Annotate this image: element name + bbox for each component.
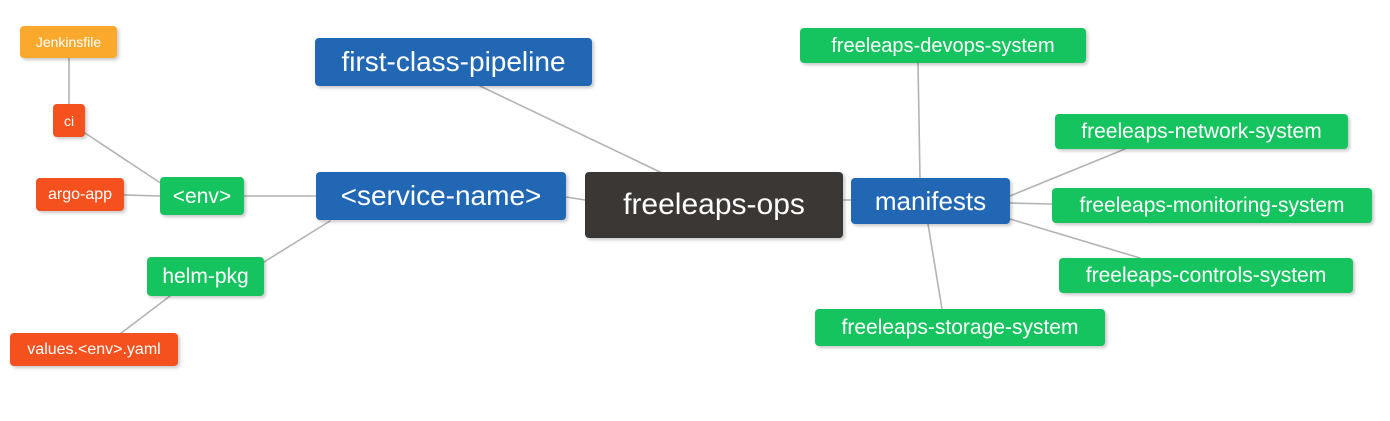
node-label-freeleaps-storage-system: freeleaps-storage-system — [841, 316, 1079, 339]
node-label-first-class-pipeline: first-class-pipeline — [341, 46, 566, 77]
node-first-class-pipeline[interactable]: first-class-pipeline — [315, 38, 592, 86]
node-label-ci: ci — [63, 112, 75, 129]
edge-argo-app-to-env — [123, 194, 161, 197]
node-label-jenkinsfile: Jenkinsfile — [35, 34, 102, 50]
node-label-service-name: <service-name> — [340, 180, 542, 211]
edge-service-name-to-helm-pkg — [263, 220, 331, 263]
node-ci[interactable]: ci — [53, 104, 85, 137]
node-freeleaps-storage-system[interactable]: freeleaps-storage-system — [815, 309, 1105, 346]
edge-manifests-to-freeleaps-storage-system — [927, 223, 943, 310]
node-env[interactable]: <env> — [160, 177, 244, 215]
node-freeleaps-devops-system[interactable]: freeleaps-devops-system — [800, 28, 1086, 63]
node-jenkinsfile[interactable]: Jenkinsfile — [20, 26, 117, 58]
node-freeleaps-network-system[interactable]: freeleaps-network-system — [1055, 114, 1348, 149]
node-service-name[interactable]: <service-name> — [316, 172, 566, 220]
edge-manifests-to-freeleaps-devops-system — [917, 62, 921, 179]
node-label-freeleaps-devops-system: freeleaps-devops-system — [831, 34, 1055, 57]
node-helm-pkg[interactable]: helm-pkg — [147, 257, 264, 296]
node-argo-app[interactable]: argo-app — [36, 178, 124, 211]
node-freeleaps-controls-system[interactable]: freeleaps-controls-system — [1059, 258, 1353, 293]
node-values-yaml[interactable]: values.<env>.yaml — [10, 333, 178, 366]
node-label-manifests: manifests — [874, 186, 987, 216]
node-label-env: <env> — [172, 184, 232, 208]
node-freeleaps-ops[interactable]: freeleaps-ops — [585, 172, 843, 238]
node-manifests[interactable]: manifests — [851, 178, 1010, 224]
node-label-freeleaps-ops: freeleaps-ops — [623, 188, 805, 221]
node-label-freeleaps-monitoring-system: freeleaps-monitoring-system — [1079, 194, 1345, 217]
node-label-argo-app: argo-app — [47, 185, 113, 203]
edge-manifests-to-freeleaps-controls-system — [1009, 218, 1141, 259]
node-label-values-yaml: values.<env>.yaml — [27, 340, 161, 358]
edge-ci-to-env — [84, 132, 163, 185]
node-label-freeleaps-controls-system: freeleaps-controls-system — [1085, 264, 1327, 287]
node-freeleaps-monitoring-system[interactable]: freeleaps-monitoring-system — [1052, 188, 1372, 223]
edge-helm-pkg-to-values-yaml — [119, 295, 171, 335]
node-label-helm-pkg: helm-pkg — [162, 265, 249, 288]
edge-service-name-to-freeleaps-ops — [565, 196, 586, 201]
edge-manifests-to-freeleaps-monitoring-system — [1009, 202, 1053, 205]
edge-first-class-pipeline-to-freeleaps-ops — [479, 85, 661, 173]
node-label-freeleaps-network-system: freeleaps-network-system — [1081, 120, 1322, 143]
